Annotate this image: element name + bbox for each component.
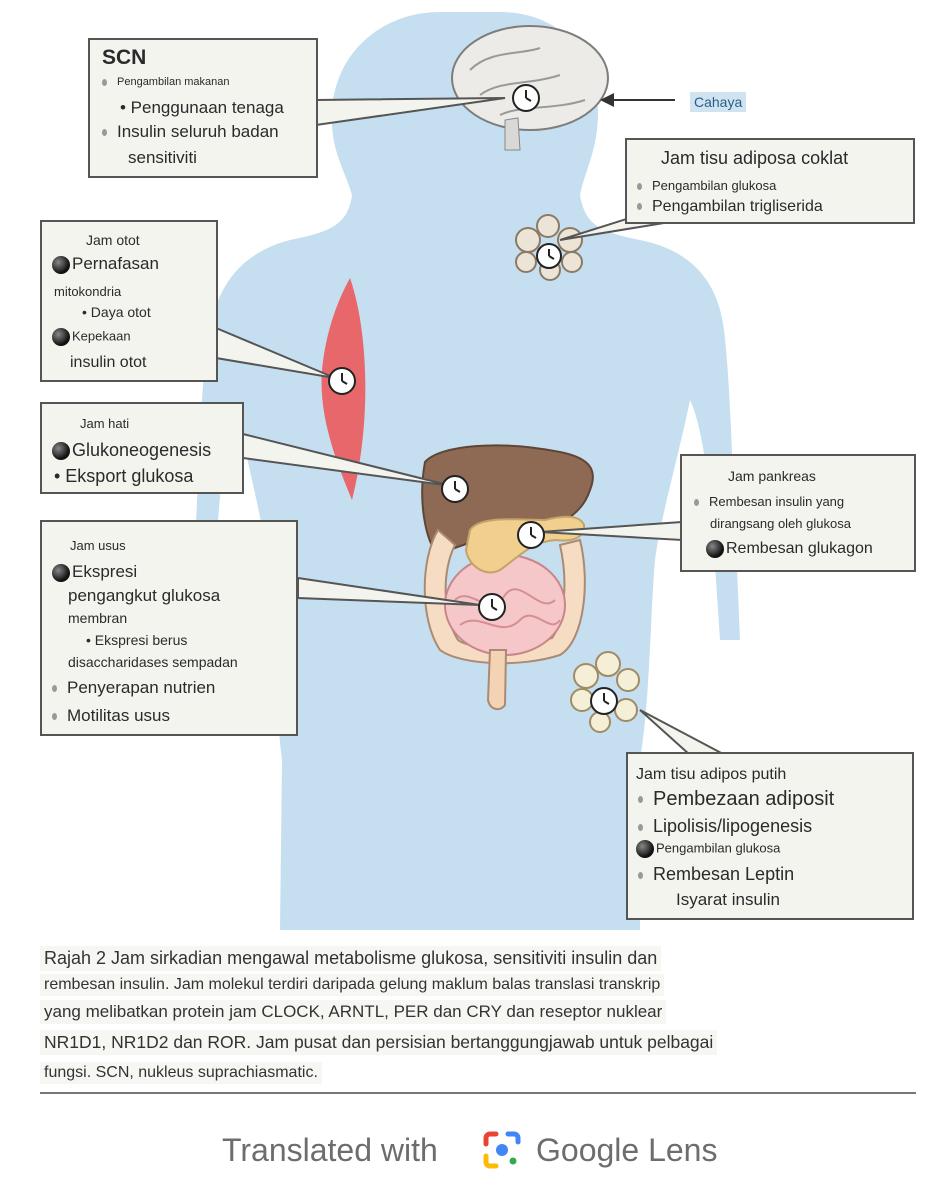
muscle-box: Jam otot Pernafasan mitokondria • Daya o… xyxy=(40,220,218,382)
brown-adipose-box: Jam tisu adiposa coklat Pengambilan gluk… xyxy=(625,138,915,224)
circadian-diagram: Cahaya SCN Pengambilan makanan • Penggun… xyxy=(40,12,916,930)
muscle-item: mitokondria xyxy=(54,284,122,299)
clock-icon xyxy=(536,243,562,269)
gut-item: disaccharidases sempadan xyxy=(68,654,238,670)
large-intestine xyxy=(423,528,586,665)
gut-item: Ekspresi xyxy=(52,562,137,582)
gut-item: membran xyxy=(68,610,128,626)
body-illustration xyxy=(190,12,740,930)
scn-box: SCN Pengambilan makanan • Penggunaan ten… xyxy=(88,38,318,178)
brain-folds xyxy=(469,47,586,116)
scn-item: Pengambilan makanan xyxy=(102,76,230,88)
white-adipose-item: Pengambilan glukosa xyxy=(636,840,780,858)
white-adipose-item: Rembesan Leptin xyxy=(638,864,794,885)
gut-item: Penyerapan nutrien xyxy=(52,678,215,698)
light-label: Cahaya xyxy=(690,92,747,112)
gut-box: Jam usus Ekspresi pengangkut glukosa mem… xyxy=(40,520,298,736)
clock-icon xyxy=(517,521,545,549)
white-adipose-item: Lipolisis/lipogenesis xyxy=(638,816,812,837)
clock-icon xyxy=(328,367,356,395)
white-adipose xyxy=(570,651,640,733)
pancreas-box: Jam pankreas Rembesan insulin yang diran… xyxy=(680,454,916,572)
divider xyxy=(40,1092,916,1094)
translation-footer: Translated with Google Lens xyxy=(0,1122,933,1182)
clock-icon xyxy=(512,84,540,112)
muscle-title: Jam otot xyxy=(86,232,140,248)
liver-title: Jam hati xyxy=(80,416,130,431)
gut-item: • Ekspresi berus xyxy=(86,632,188,648)
white-adipose-box: Jam tisu adipos putih Pembezaan adiposit… xyxy=(626,752,914,920)
clock-icon xyxy=(441,475,469,503)
clock-icon xyxy=(478,593,506,621)
arrow-left-icon xyxy=(600,93,675,107)
brainstem xyxy=(504,117,521,151)
muscle-item: • Daya otot xyxy=(82,304,151,320)
gut-title: Jam usus xyxy=(70,538,126,553)
white-adipose-item: Pembezaan adiposit xyxy=(638,788,834,811)
caption-line: yang melibatkan protein jam CLOCK, ARNTL… xyxy=(40,1000,667,1024)
muscle-item: insulin otot xyxy=(70,354,147,371)
brown-adipose-item: Pengambilan trigliserida xyxy=(637,198,823,216)
rectum xyxy=(486,649,508,711)
scn-item: • Penggunaan tenaga xyxy=(120,98,284,117)
scn-item: sensitiviti xyxy=(128,148,197,167)
caption-line: fungsi. SCN, nukleus suprachiasmatic. xyxy=(40,1062,322,1084)
liver-item: Glukoneogenesis xyxy=(52,440,211,461)
neck xyxy=(400,150,540,250)
brown-adipose-title: Jam tisu adiposa coklat xyxy=(661,148,849,168)
scn-title: SCN xyxy=(102,46,147,69)
brown-adipose-item: Pengambilan glukosa xyxy=(637,178,776,193)
intestine-folds xyxy=(454,588,561,629)
white-adipose-title: Jam tisu adipos putih xyxy=(636,766,787,783)
scn-item: Insulin seluruh badan xyxy=(102,122,279,142)
gut-item: Motilitas usus xyxy=(52,706,170,726)
brain xyxy=(451,25,609,131)
white-adipose-item: Isyarat insulin xyxy=(676,890,780,909)
liver-item: • Eksport glukosa xyxy=(54,466,194,486)
liver-box: Jam hati Glukoneogenesis • Eksport gluko… xyxy=(40,402,244,494)
pancreas-item: Rembesan glukagon xyxy=(706,540,873,558)
google-lens-logo-icon xyxy=(483,1131,521,1169)
caption-line: rembesan insulin. Jam molekul terdiri da… xyxy=(40,974,665,996)
pancreas-item: Rembesan insulin yang xyxy=(694,494,844,509)
pancreas-title: Jam pankreas xyxy=(728,468,816,484)
gut-item: pengangkut glukosa xyxy=(68,586,221,605)
google-lens-brand: Google Lens xyxy=(536,1132,718,1168)
muscle-item: Kepekaan xyxy=(52,328,131,346)
muscle-item: Pernafasan xyxy=(52,254,159,274)
caption-line: NR1D1, NR1D2 dan ROR. Jam pusat dan pers… xyxy=(40,1030,718,1055)
pancreas-item: dirangsang oleh glukosa xyxy=(710,516,851,531)
translated-with-label: Translated with xyxy=(222,1132,438,1168)
clock-icon xyxy=(590,687,618,715)
caption-line: Rajah 2 Jam sirkadian mengawal metabolis… xyxy=(40,946,662,971)
